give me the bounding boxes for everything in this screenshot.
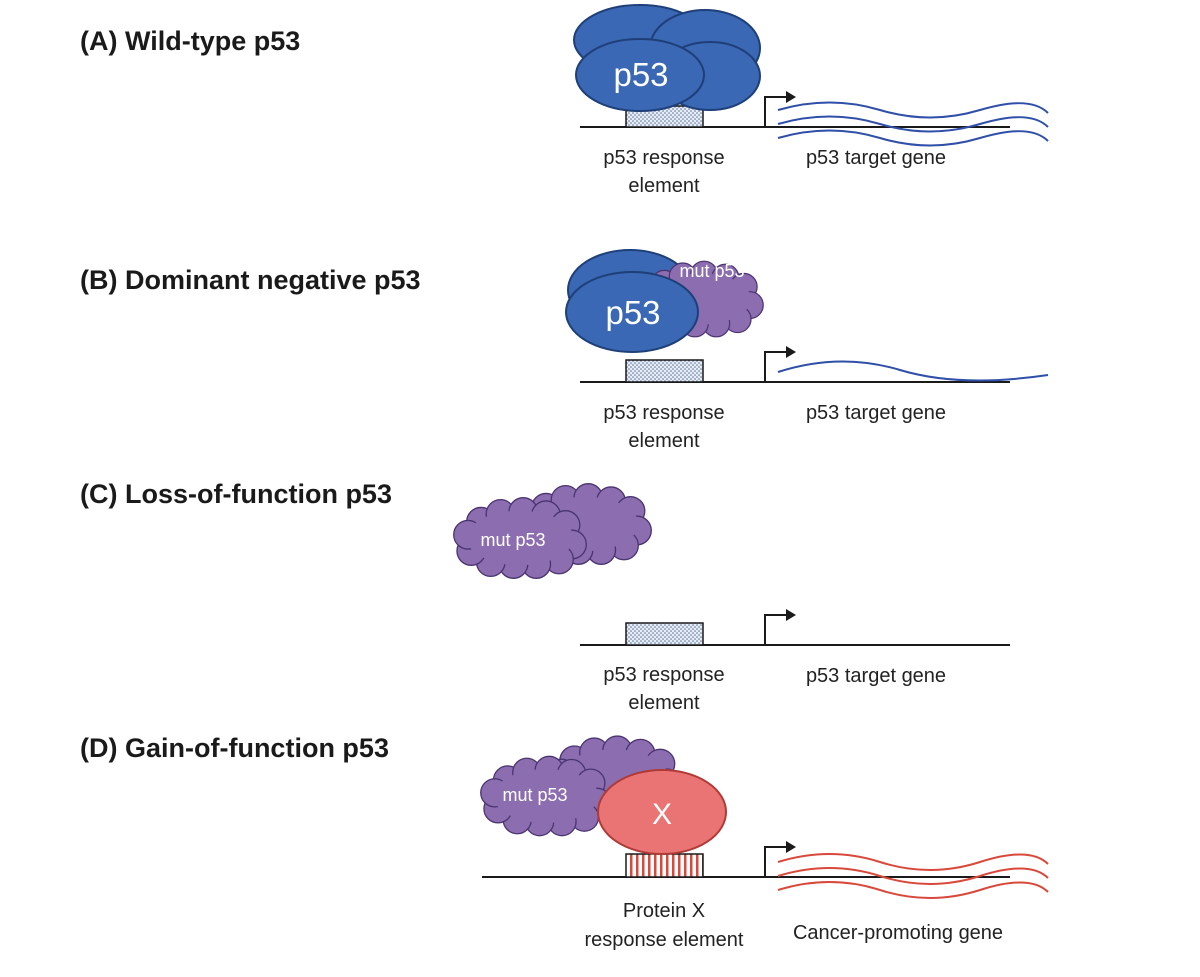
transcript-waves-strong (777, 101, 1049, 147)
panel-a: (A) Wild-type p53 p53 p53 response eleme… (80, 4, 1049, 197)
transcription-start-arrow (764, 91, 796, 127)
transcript-wave-weak (777, 360, 1049, 382)
response-element-label-line2: element (628, 430, 700, 452)
dominant-negative-complex: mut p53 p53 (565, 249, 765, 353)
target-gene-label: p53 target gene (806, 147, 946, 169)
target-gene-label: p53 target gene (806, 402, 946, 424)
panel-b-title: (B) Dominant negative p53 (80, 265, 421, 295)
transcription-start-arrow (764, 841, 796, 877)
panel-d-title: (D) Gain-of-function p53 (80, 733, 389, 763)
response-element-label-line2: element (628, 175, 700, 197)
p53-response-element (625, 359, 704, 383)
cancer-gene-label: Cancer-promoting gene (793, 922, 1003, 944)
wildtype-p53-tetramer: p53 (573, 4, 761, 112)
panel-c-title: (C) Loss-of-function p53 (80, 479, 392, 509)
panel-b: (B) Dominant negative p53 mut p53 p53 p5… (80, 249, 1049, 452)
response-element-label-line2: response element (585, 929, 744, 951)
response-element-label-line1: p53 response (603, 147, 724, 169)
protein-x-response-element (625, 853, 704, 878)
mutant-p53-label: mut p53 (502, 785, 567, 805)
transcription-start-arrow (764, 346, 796, 382)
p53-protein-label: p53 (605, 294, 660, 331)
response-element-label-line1: p53 response (603, 402, 724, 424)
response-element-label-line1: p53 response (603, 664, 724, 686)
panel-c: (C) Loss-of-function p53 mut p53 p53 res… (80, 479, 1010, 714)
p53-protein-label: p53 (613, 56, 668, 93)
target-gene-label: p53 target gene (806, 665, 946, 687)
gain-of-function-complex: mut p53 X (479, 735, 727, 855)
protein-x (597, 769, 727, 855)
transcript-waves-cancer (777, 853, 1049, 899)
mutant-p53-label: mut p53 (480, 530, 545, 550)
mutant-p53-label: mut p53 (679, 261, 744, 281)
response-element-label-line1: Protein X (623, 900, 705, 922)
transcription-start-arrow (764, 609, 796, 645)
panel-a-title: (A) Wild-type p53 (80, 26, 300, 56)
mutant-p53-aggregate: mut p53 (452, 482, 653, 580)
protein-x-label: X (652, 798, 672, 831)
response-element-label-line2: element (628, 692, 700, 714)
p53-response-element (625, 622, 704, 646)
panel-d: (D) Gain-of-function p53 mut p53 X Prote… (80, 733, 1049, 951)
